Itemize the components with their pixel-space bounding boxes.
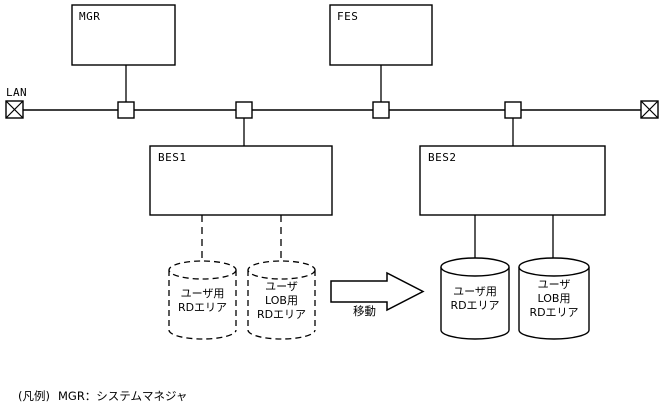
node-title-bes2: BES2: [428, 151, 457, 164]
cylinder-dst-user-rd: [440, 257, 510, 340]
cylinder-label-src-user-rd: ユーザ用 RDエリア: [177, 287, 228, 314]
node-box-fes: [329, 4, 433, 66]
cylinder-label-dst-user-lob-rd: ユーザ LOB用 RDエリア: [529, 278, 579, 319]
cylinder-dst-user-lob-rd: [518, 257, 590, 340]
node-box-bes2: [419, 145, 606, 216]
tap-connector-bes2-icon: [504, 101, 522, 119]
tap-connector-fes-icon: [372, 101, 390, 119]
cylinder-label-src-user-lob-rd: ユーザ LOB用 RDエリア: [256, 280, 307, 321]
lan-label: LAN: [6, 86, 28, 99]
move-arrow-icon: [330, 271, 425, 312]
tap-connector-bes1-icon: [235, 101, 253, 119]
cylinder-src-user-lob-rd: [247, 260, 316, 340]
lan-right-terminator-icon: [640, 100, 659, 119]
legend-line-1: (凡例) MGR：システムマネジャ: [18, 388, 260, 405]
legend-heading: (凡例): [18, 389, 50, 403]
legend-entry-mgr: MGR：システムマネジャ: [57, 389, 188, 403]
lan-left-terminator-icon: [5, 100, 24, 119]
node-title-mgr: MGR: [79, 10, 101, 23]
cylinder-src-user-rd: [168, 260, 237, 340]
node-title-fes: FES: [337, 10, 359, 23]
tap-connector-mgr-icon: [117, 101, 135, 119]
cylinder-label-dst-user-rd: ユーザ用 RDエリア: [450, 285, 500, 312]
node-box-bes1: [149, 145, 333, 216]
move-arrow-label: 移動: [353, 304, 376, 318]
node-box-mgr: [71, 4, 176, 66]
legend: (凡例)MGR：システムマネジャ FES：フロントエンドサーバ BES1，BES…: [18, 355, 260, 413]
node-title-bes1: BES1: [158, 151, 187, 164]
